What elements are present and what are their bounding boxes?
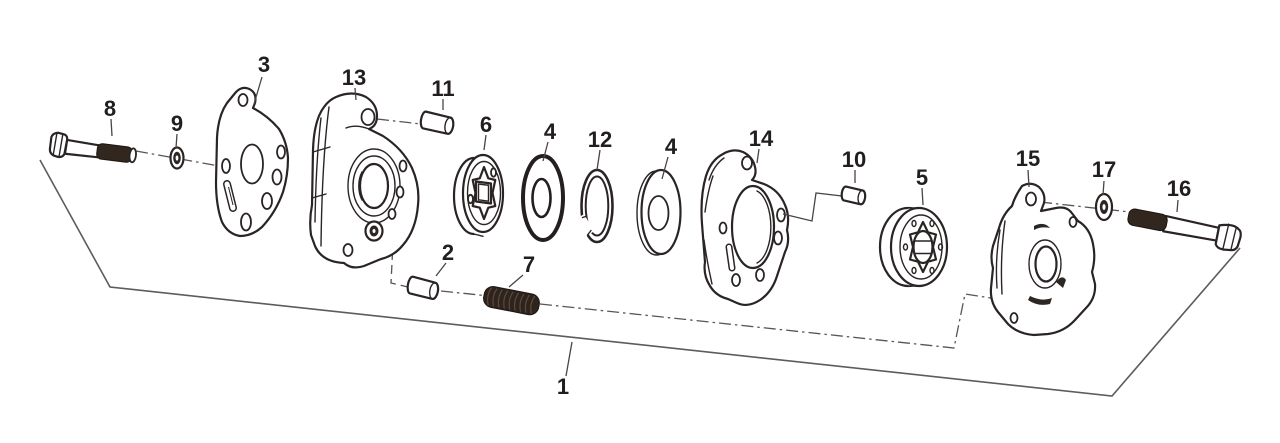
callout-8: 8 [104,96,116,121]
part-13-pump-housing [309,92,420,269]
callout-17: 17 [1092,157,1116,182]
part-9-washer [169,146,185,170]
callout-16: 16 [1167,176,1191,201]
callout-11: 11 [431,76,454,101]
part-6-gerotor-gear [452,153,505,237]
part-3-cover-plate [214,86,290,238]
callout-13: 13 [342,65,366,90]
part-11-dowel-pin [419,110,455,135]
part-7-spring [483,286,540,316]
casting-mark [1056,277,1066,288]
callout-14: 14 [749,126,774,151]
casting-mark [1034,223,1050,230]
callout-10: 10 [842,147,866,172]
part-4a-thrust-washer [521,154,565,242]
assembly-boundary-line [39,159,1241,397]
part-17-washer [1094,192,1114,222]
callout-12: 12 [588,127,612,152]
callout-4b: 4 [665,134,678,159]
callout-1: 1 [557,374,569,399]
part-12-retaining-ring [572,168,614,244]
callout-6: 6 [480,112,492,137]
callout-15: 15 [1016,146,1040,171]
callout-3: 3 [258,52,270,77]
casting-mark [1028,296,1052,305]
part-2-dowel-pin [406,275,440,301]
callout-9: 9 [171,111,183,136]
part-14-separator-plate [700,149,790,307]
callout-labels: 1 2 3 4 4 5 6 7 8 9 10 11 12 13 14 15 16… [104,52,1191,399]
part-8-hex-bolt [48,131,137,164]
part-16-hex-bolt [1127,208,1242,252]
part-15-pump-cover [989,182,1097,337]
callout-7: 7 [523,252,535,277]
callout-4a: 4 [544,119,557,144]
part-10-roll-pin [840,185,867,206]
leader-lines [110,76,1179,377]
part-5-gerotor-gear [878,206,949,288]
callout-5: 5 [916,165,928,190]
part-4b-thrust-washer [636,168,682,256]
pin-10-connector-line [782,192,843,222]
callout-2: 2 [442,240,454,265]
